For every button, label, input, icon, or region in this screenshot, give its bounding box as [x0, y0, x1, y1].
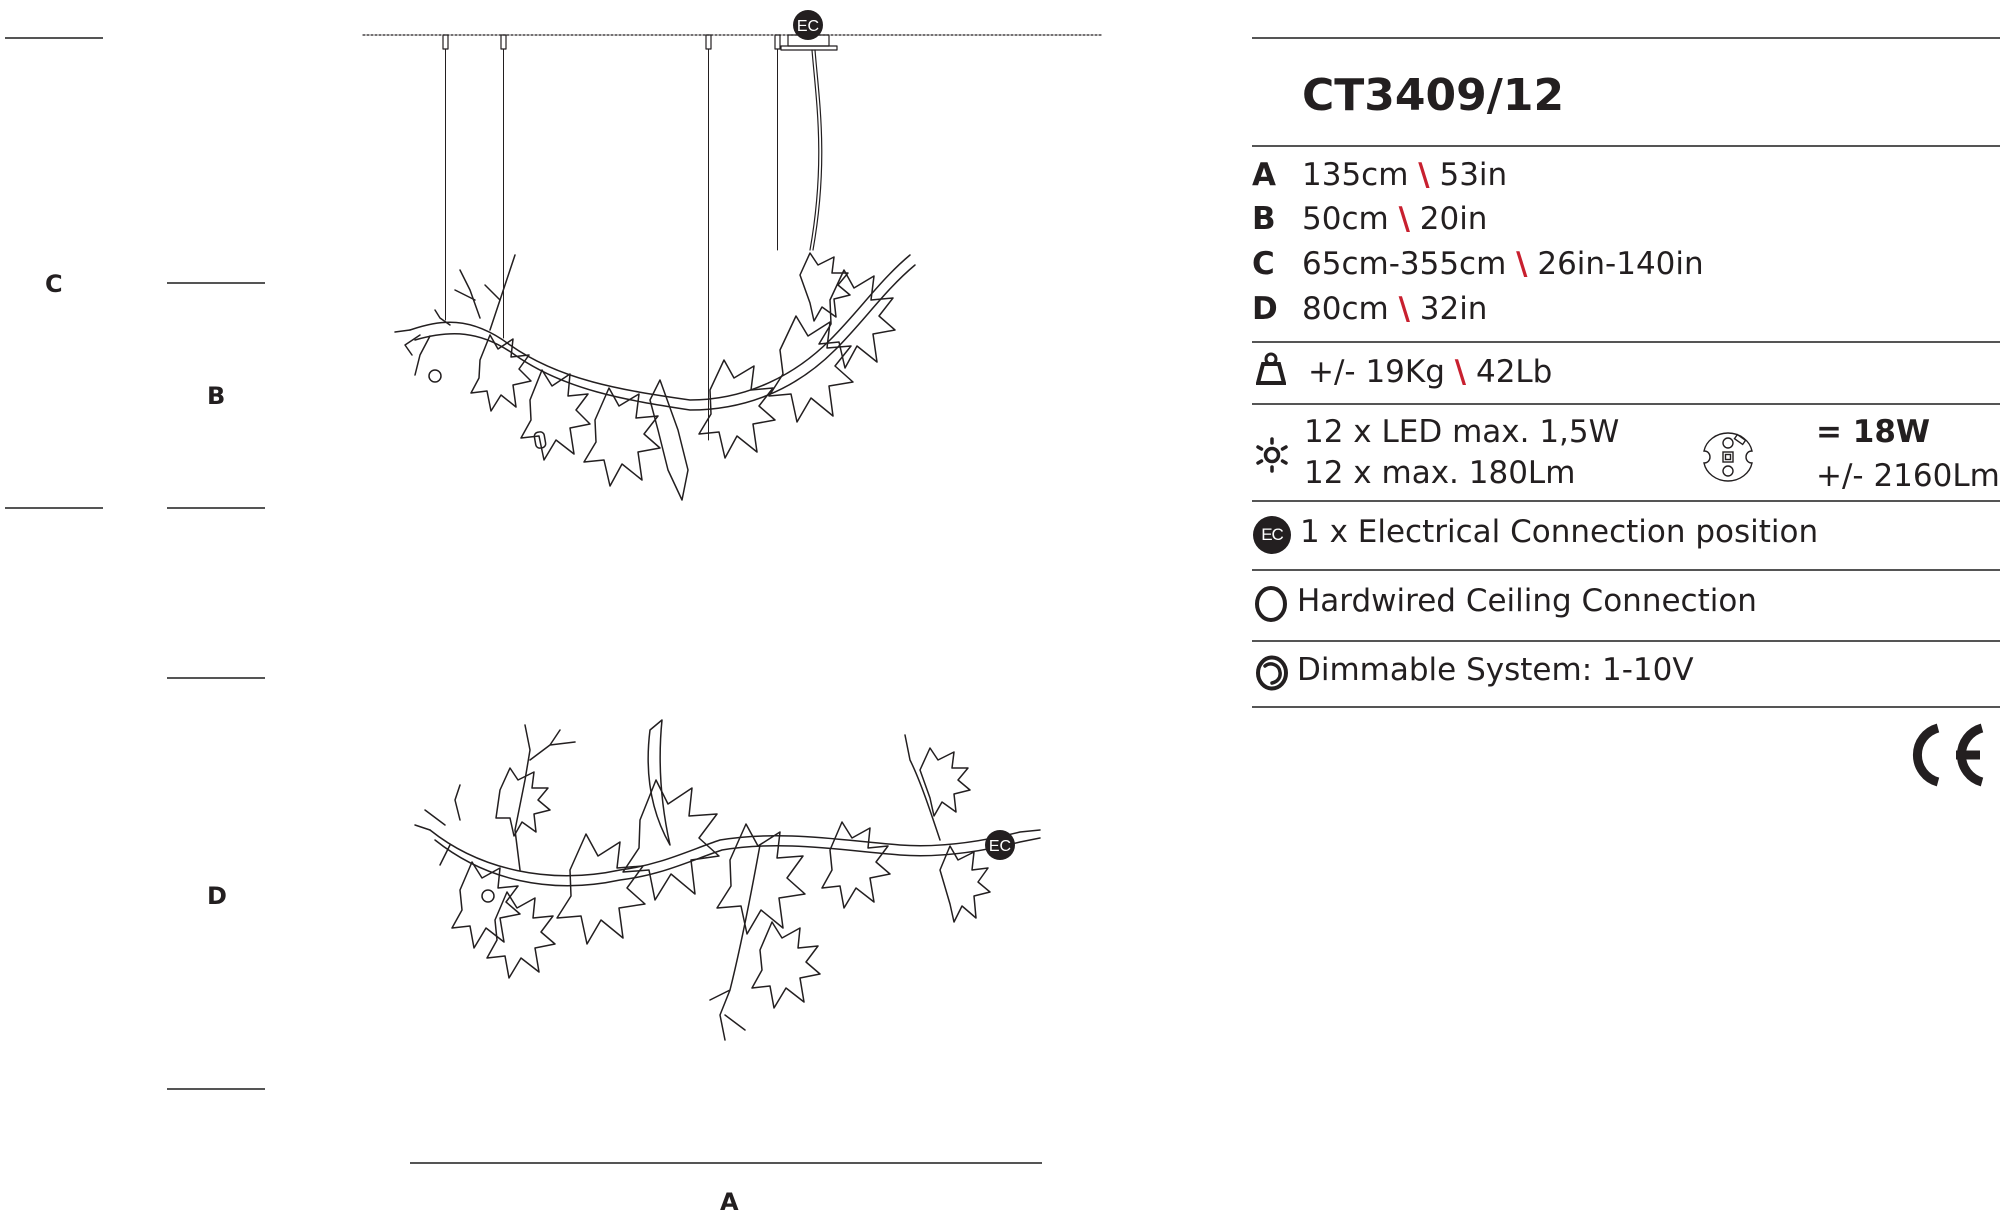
- title-bottom-rule: [1252, 145, 2000, 147]
- weight-bottom-rule: [1252, 403, 2000, 405]
- feature-dimmable: Dimmable System: 1-10V: [1297, 652, 1694, 688]
- dim-b-bottom-rule: [167, 507, 265, 509]
- separator: \: [1516, 246, 1528, 282]
- ce-mark-icon: [1900, 720, 1990, 790]
- dim-label-b: B: [207, 382, 226, 410]
- dim-c-top-rule: [5, 37, 103, 39]
- panel-top-rule: [1252, 37, 2000, 39]
- svg-text:EC: EC: [989, 838, 1011, 855]
- feature-electrical-connection: 1 x Electrical Connection position: [1300, 514, 1819, 550]
- dim-a-rule: [410, 1162, 1042, 1164]
- dimmer-icon: [1254, 654, 1290, 692]
- total-lumen: +/- 2160Lm: [1816, 458, 2000, 494]
- feature-dimmable-bottom-rule: [1252, 706, 2000, 708]
- feature-hardwired-bottom-rule: [1252, 640, 2000, 642]
- led-line-1: 12 x LED max. 1,5W: [1304, 414, 1620, 450]
- separator: \: [1398, 291, 1410, 327]
- light-bottom-rule: [1252, 500, 2000, 502]
- led-line-2: 12 x max. 180Lm: [1304, 455, 1576, 491]
- plan-leaves: [451, 719, 991, 1009]
- dimensions-bottom-rule: [1252, 341, 2000, 343]
- dim-d-bottom-rule: [167, 1088, 265, 1090]
- separator: \: [1454, 354, 1467, 390]
- weight-value: +/- 19Kg \ 42Lb: [1308, 354, 1553, 390]
- dim-label-d: D: [207, 882, 227, 910]
- separator: \: [1418, 157, 1430, 193]
- led-chip-icon: [1700, 429, 1756, 485]
- dim-b-top-rule: [167, 282, 265, 284]
- weight-icon: [1256, 352, 1286, 386]
- leaves: [470, 252, 896, 501]
- product-code: CT3409/12: [1302, 70, 1565, 121]
- separator: \: [1398, 201, 1410, 237]
- ec-badge-icon: EC: [1253, 516, 1291, 554]
- suspension-cables: [442, 34, 781, 441]
- feature-ec-bottom-rule: [1252, 569, 2000, 571]
- feature-hardwired: Hardwired Ceiling Connection: [1297, 583, 1757, 619]
- side-elevation-drawing: EC: [360, 0, 1110, 540]
- ring-icon: [1253, 585, 1289, 623]
- top-plan-drawing: EC: [400, 670, 1060, 1090]
- dim-c-bottom-rule: [5, 507, 103, 509]
- dim-d-top-rule: [167, 677, 265, 679]
- dim-label-c: C: [45, 270, 63, 298]
- dim-label-a: A: [720, 1188, 739, 1216]
- sun-icon: [1254, 437, 1290, 473]
- svg-text:EC: EC: [797, 18, 819, 35]
- total-power: = 18W: [1816, 414, 1931, 450]
